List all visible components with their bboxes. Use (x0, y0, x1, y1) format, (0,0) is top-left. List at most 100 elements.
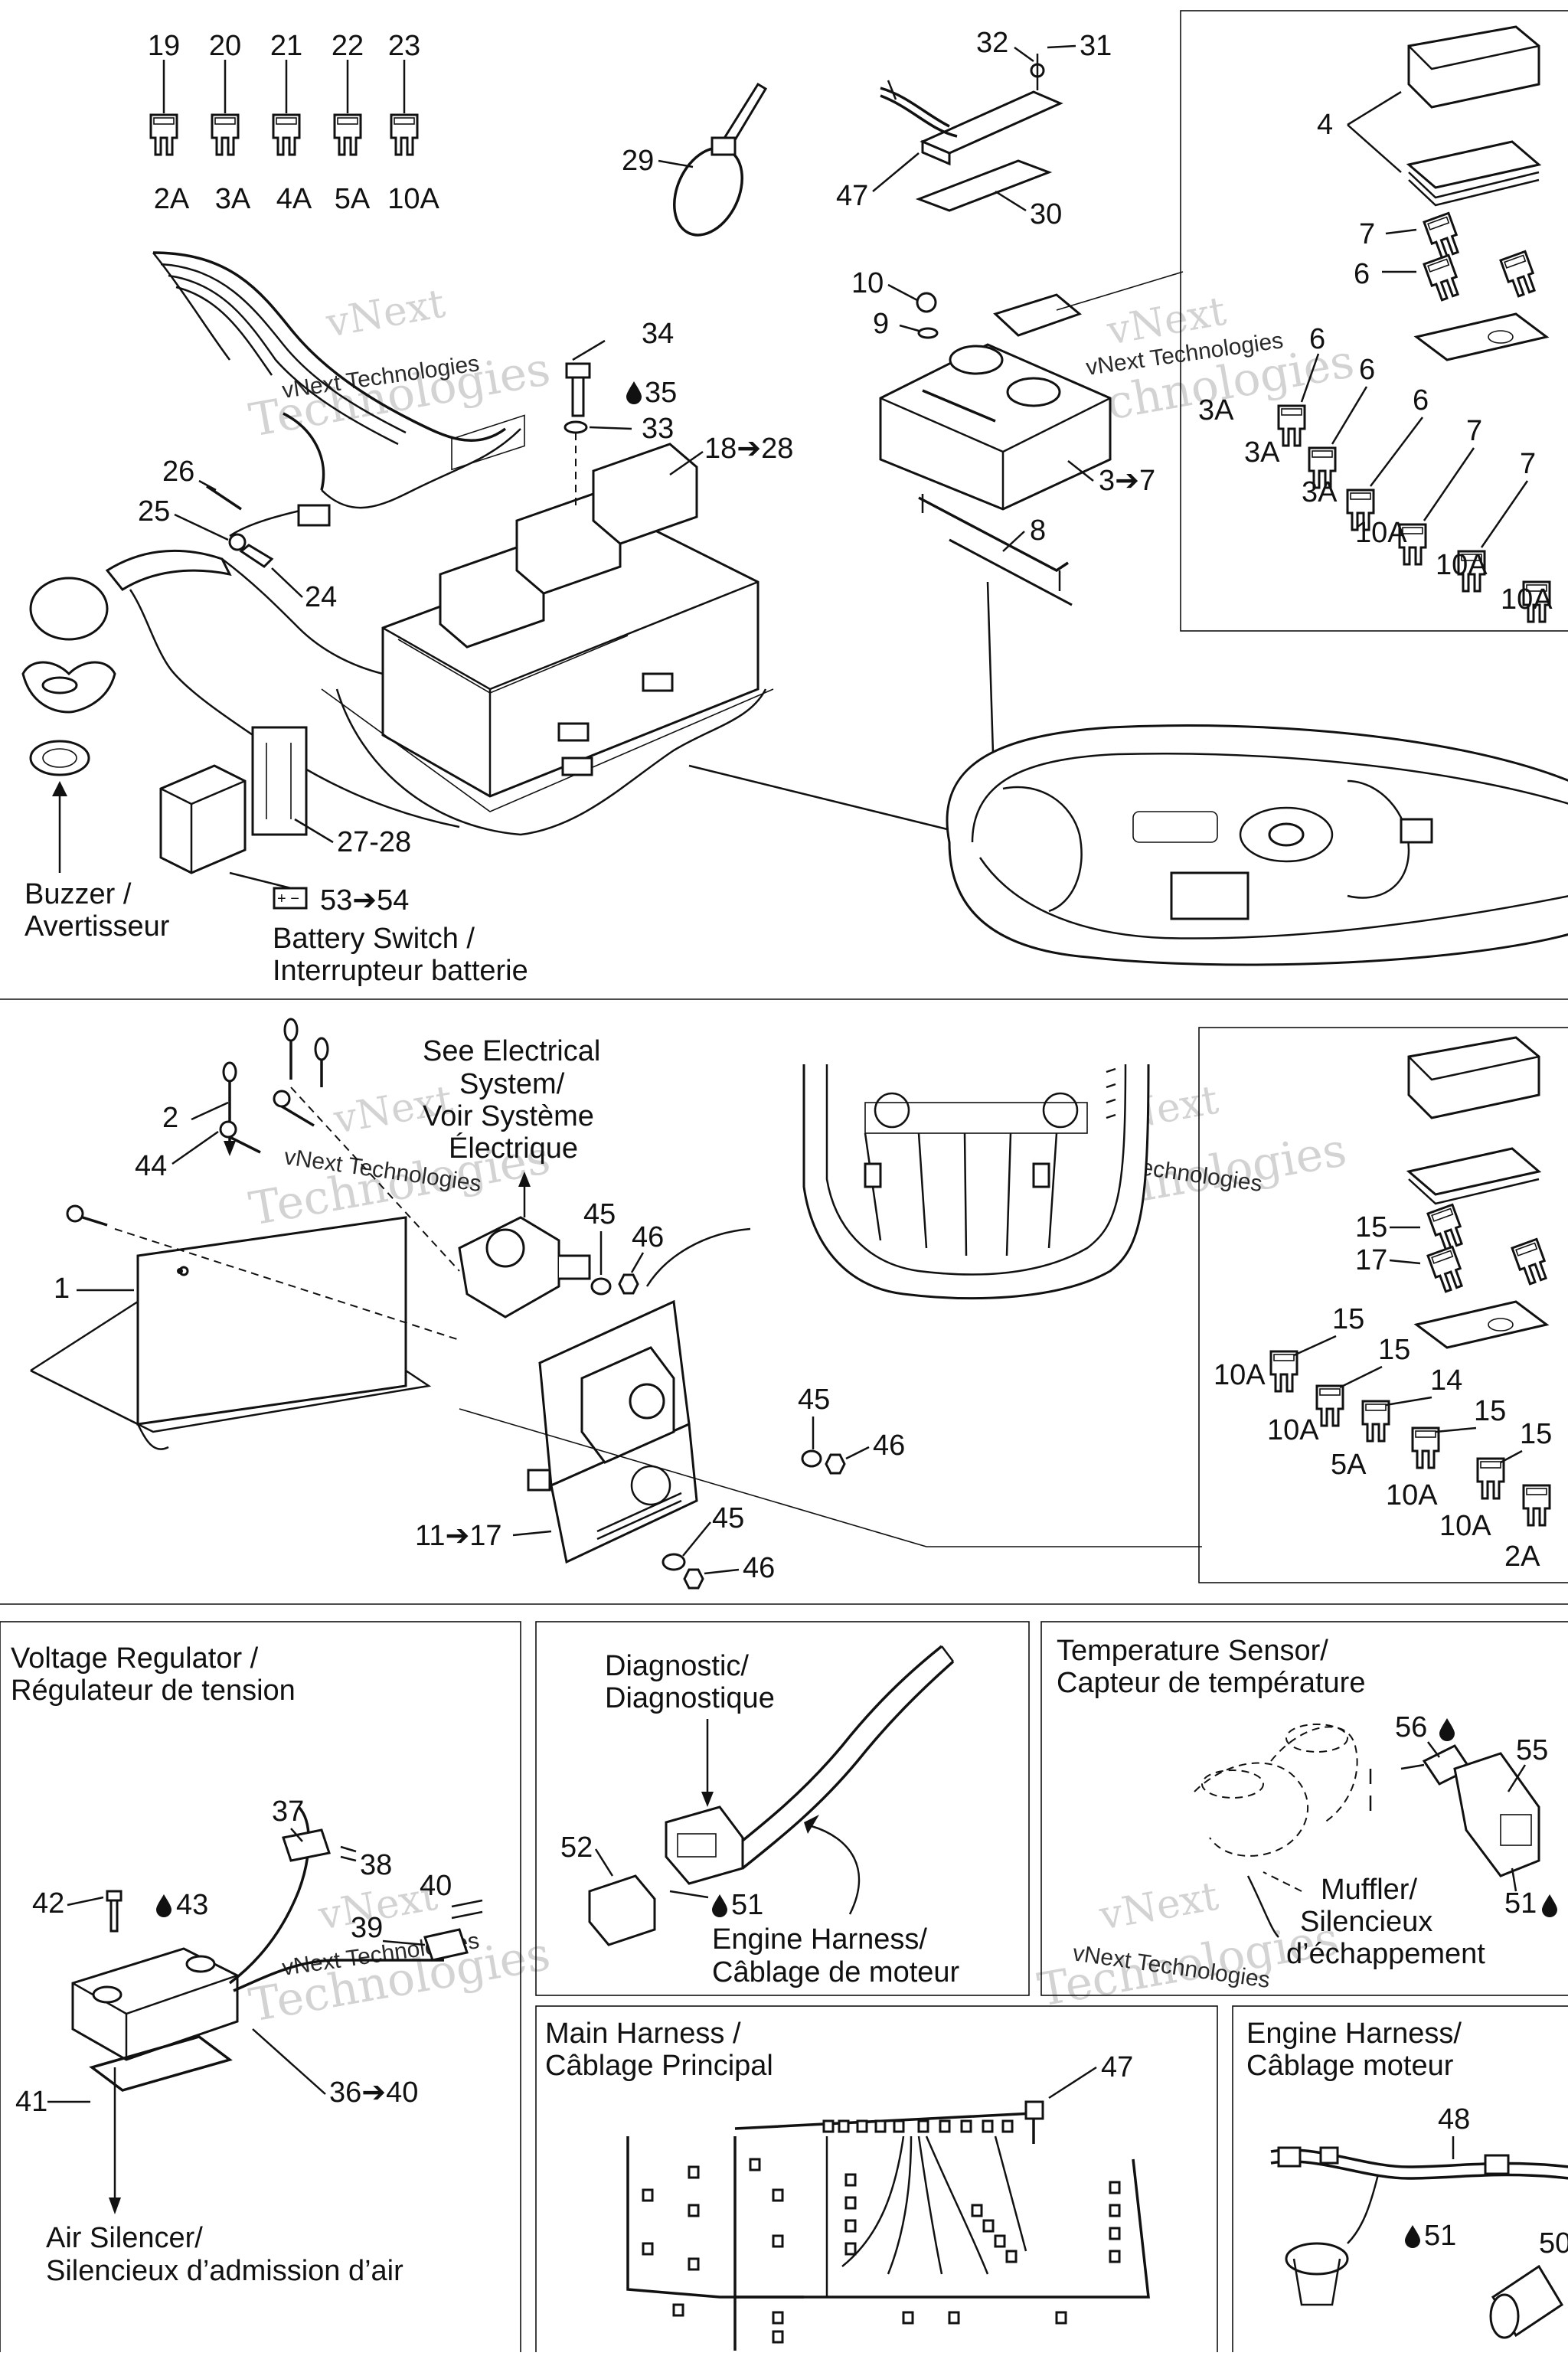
panel-engine-harness (1232, 2005, 1568, 2356)
callout-33: 33 (642, 413, 674, 445)
fuse-cascade-middle: 15 15 14 15 15 10A 10A 5A 10A 10A 2A (1214, 1303, 1552, 1573)
fuse-inset-middle-content: 15 17 (1355, 1036, 1552, 1349)
callout-42: 42 (32, 1887, 64, 1920)
air-silencer-label-fr: Silencieux d’admission d’air (46, 2255, 403, 2287)
callout-7-b: 7 (1520, 448, 1536, 480)
callout-6-a: 6 (1309, 323, 1325, 355)
callout-51-c: 51 (1424, 2220, 1456, 2252)
svg-text:vNext: vNext (322, 281, 449, 347)
callout-31: 31 (1080, 30, 1112, 62)
callout-6: 6 (1354, 258, 1370, 290)
terminal-block: 32 31 47 30 (836, 27, 1112, 230)
see-electrical-line3: Voir Système (423, 1100, 594, 1132)
hull-deck (946, 724, 1568, 966)
callout-56: 56 (1395, 1711, 1427, 1743)
buzzer-label-en: Buzzer / (24, 878, 132, 910)
callout-39: 39 (351, 1912, 383, 1944)
fuse-rating-10a: 10A (387, 183, 439, 215)
callout-51-b: 51 (1504, 1887, 1537, 1920)
callout-17: 17 (1355, 1244, 1387, 1276)
callout-14: 14 (1430, 1364, 1462, 1397)
callout-46-b: 46 (873, 1430, 905, 1462)
engine-harness-label-en: Engine Harness/ (712, 1923, 927, 1956)
callout-20: 20 (209, 30, 241, 62)
callout-15-d: 15 (1520, 1418, 1552, 1450)
callout-45-b: 45 (798, 1384, 830, 1416)
callout-18-28: 18➔28 (704, 433, 793, 465)
fuse-rating-2a-m: 2A (1504, 1541, 1540, 1573)
callout-19: 19 (148, 30, 180, 62)
svg-text:vNext: vNext (1096, 1874, 1222, 1939)
callout-15-a: 15 (1332, 1303, 1364, 1335)
panel-temperature-sensor (1040, 1621, 1568, 1996)
cable-tie: 29 (622, 82, 768, 237)
callout-27-28: 27-28 (337, 826, 411, 858)
main-fuse-box: 34 35 33 18➔28 (321, 318, 1187, 890)
callout-46-c: 46 (743, 1552, 775, 1584)
see-electrical-line4: Électrique (449, 1132, 578, 1165)
fuse-rating-5a: 5A (335, 183, 371, 215)
callout-26: 26 (162, 456, 194, 488)
callout-38: 38 (360, 1849, 392, 1881)
svg-text:+ −: + − (277, 890, 299, 907)
hull-interior-view (802, 1064, 1150, 1300)
callout-37: 37 (272, 1796, 304, 1828)
diagnostic-title-en: Diagnostic/ (605, 1650, 749, 1682)
fuse-rating-3a-a: 3A (1198, 394, 1234, 426)
fuse-rating-10a-m3: 10A (1386, 1479, 1438, 1511)
callout-10: 10 (851, 267, 884, 299)
fuse-rating-3a-c: 3A (1302, 476, 1338, 508)
callout-15-c: 15 (1474, 1395, 1506, 1427)
battery-switch: 27-28 + − 53➔54 Battery Switch / Interru… (159, 726, 528, 987)
callout-22: 22 (332, 30, 364, 62)
fuse-rating-3a-b: 3A (1244, 436, 1280, 469)
engine-harness-box-title-en: Engine Harness/ (1246, 2018, 1462, 2050)
callout-30: 30 (1030, 198, 1062, 230)
fuse-row-top-left: 19 20 21 22 23 2A 3A 4A 5A 10A (148, 30, 440, 215)
callout-1: 1 (54, 1273, 70, 1305)
callout-45-c: 45 (712, 1502, 744, 1534)
fuse-cascade-top: 6 6 6 7 7 3A 3A 3A 10A 10A 10A (1198, 323, 1553, 623)
mounting-plate: 2 44 1 (30, 1018, 460, 1450)
fuse-rating-4a: 4A (276, 183, 312, 215)
callout-46: 46 (632, 1221, 664, 1253)
callout-35: 35 (645, 377, 677, 409)
fuse-rating-10a-m2: 10A (1267, 1414, 1319, 1446)
panel-main-harness (535, 2005, 1218, 2356)
muffler-label-en: Muffler/ (1321, 1874, 1417, 1906)
watermark: vNext Technologies vNext Technologies vN… (245, 281, 1357, 2033)
callout-32: 32 (976, 27, 1008, 59)
voltage-regulator-title-en: Voltage Regulator / (11, 1642, 259, 1675)
callout-29: 29 (622, 145, 654, 177)
fuse-rating-10a-m4: 10A (1439, 1510, 1491, 1542)
callout-3-7: 3➔7 (1099, 465, 1155, 497)
temp-sensor-title-en: Temperature Sensor/ (1057, 1635, 1328, 1667)
battery-switch-label-en: Battery Switch / (273, 923, 475, 955)
see-electrical-line1: See Electrical (423, 1035, 600, 1067)
diagnostic-panel: Diagnostic/ Diagnostique 52 51 Engine Ha… (560, 1645, 960, 1988)
callout-8: 8 (1030, 515, 1046, 547)
callout-41: 41 (15, 2086, 47, 2118)
callout-6-c: 6 (1413, 384, 1429, 417)
voltage-regulator-panel: Voltage Regulator / Régulateur de tensio… (11, 1642, 483, 2287)
muffler-label-fr2: d’échappement (1286, 1938, 1485, 1970)
muffler-label-fr: Silencieux (1300, 1906, 1432, 1938)
engine-harness-panel: Engine Harness/ Câblage moteur 48 51 50 (1246, 2018, 1568, 2339)
fuse-rating-5a-m: 5A (1331, 1449, 1367, 1481)
callout-24: 24 (305, 581, 337, 613)
callout-44: 44 (135, 1150, 167, 1182)
callout-55: 55 (1516, 1734, 1548, 1766)
air-silencer-label-en: Air Silencer/ (46, 2222, 203, 2254)
engine-harness-label-fr: Câblage de moteur (712, 1956, 960, 1988)
diagnostic-title-fr: Diagnostique (605, 1682, 775, 1714)
callout-52: 52 (560, 1832, 593, 1864)
callout-43: 43 (176, 1889, 208, 1921)
battery-switch-label-fr: Interrupteur batterie (273, 955, 528, 987)
callout-7-a: 7 (1466, 415, 1482, 447)
fuse-rating-2a: 2A (154, 183, 190, 215)
temperature-sensor-panel: Temperature Sensor/ Capteur de températu… (1057, 1635, 1557, 1970)
callout-9: 9 (873, 308, 889, 340)
callout-40: 40 (420, 1870, 452, 1902)
fuse-rating-3a: 3A (215, 183, 251, 215)
